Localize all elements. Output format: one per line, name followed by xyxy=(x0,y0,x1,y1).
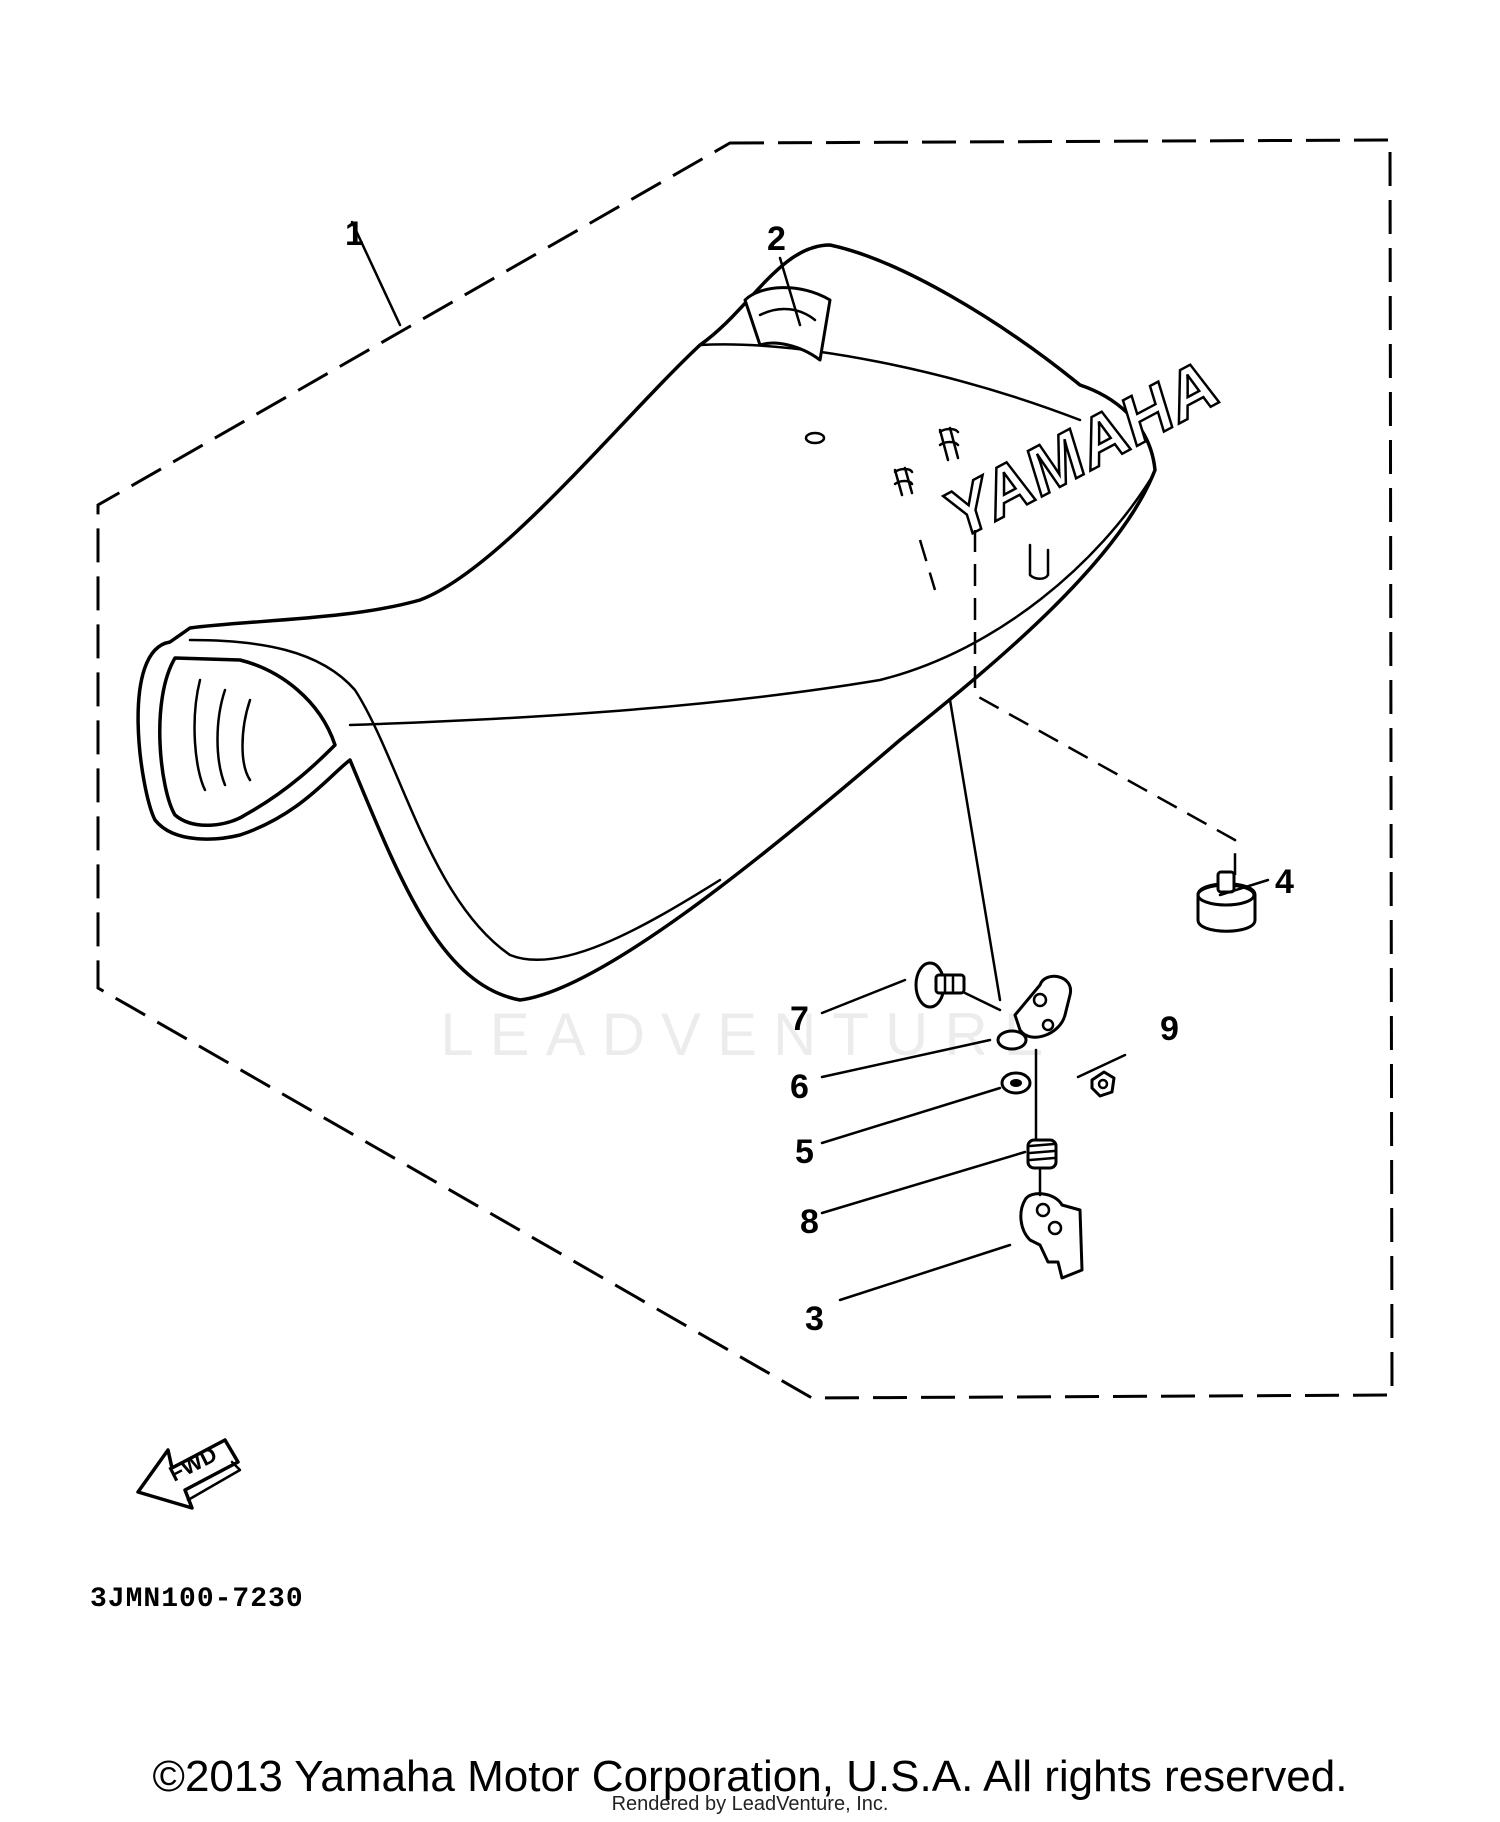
forward-arrow-icon: FWD xyxy=(136,1438,242,1510)
mount-line-main xyxy=(918,539,937,591)
callout-9: 9 xyxy=(1160,1010,1179,1048)
callout-6: 6 xyxy=(790,1068,809,1106)
seat-assembly: YAMAHA xyxy=(136,243,1233,1002)
callout-8: 8 xyxy=(800,1203,819,1241)
callout-numbers: 1 2 3 4 5 6 7 8 9 xyxy=(345,215,1294,1338)
callout-5: 5 xyxy=(795,1133,814,1171)
part-6-9-bracket xyxy=(996,974,1072,1051)
callout-4: 4 xyxy=(1275,863,1294,901)
part-3-lock-plate xyxy=(1019,1192,1084,1280)
part-4-damper xyxy=(1196,870,1257,933)
diagram-code: 3JMN100-7230 xyxy=(90,1584,304,1615)
copyright-notice: ©2013 Yamaha Motor Corporation, U.S.A. A… xyxy=(152,1752,1348,1801)
watermark-text: LEADVENTURE xyxy=(440,1001,1060,1068)
leader-lines xyxy=(350,220,1270,1302)
part-5-collar xyxy=(1000,1071,1032,1095)
seat-logo-text: YAMAHA xyxy=(931,346,1231,554)
part-9-nut xyxy=(1090,1070,1116,1098)
assembly-boundary xyxy=(96,138,1394,1400)
mount-line-4 xyxy=(973,530,1237,875)
callout-2: 2 xyxy=(767,220,786,258)
rendered-by-credit: Rendered by LeadVenture, Inc. xyxy=(611,1793,889,1815)
forward-label: FWD xyxy=(165,1441,221,1486)
part-7-bolt xyxy=(914,961,966,1009)
callout-3: 3 xyxy=(805,1300,824,1338)
callout-7: 7 xyxy=(790,1000,809,1038)
part-8-spring xyxy=(1026,1138,1058,1170)
callout-1: 1 xyxy=(345,215,364,253)
